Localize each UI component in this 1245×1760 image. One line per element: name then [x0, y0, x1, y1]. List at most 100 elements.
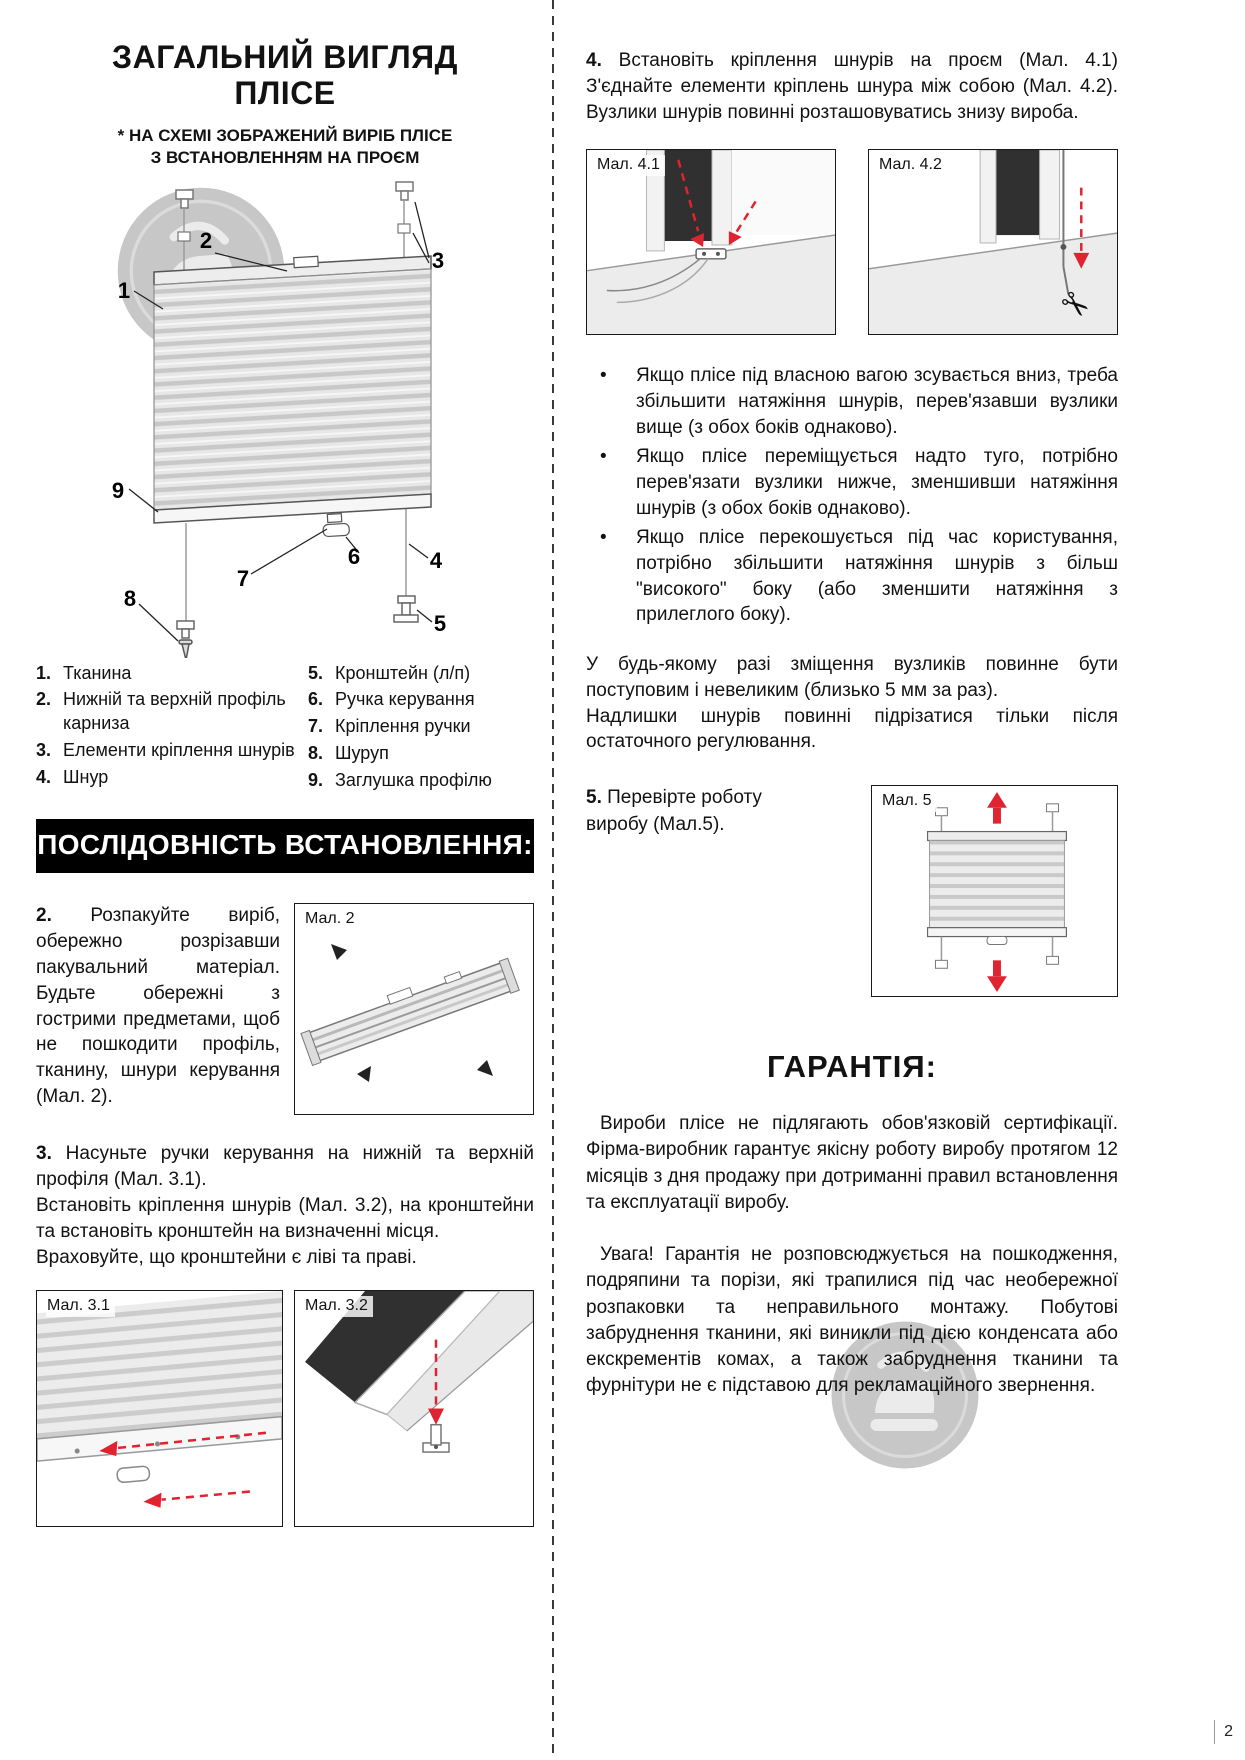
- figure-3-1-drawing: [37, 1291, 282, 1509]
- step-5-number: 5.: [586, 787, 602, 809]
- column-divider: [552, 0, 554, 1760]
- legend-item-label: Кронштейн (л/п): [335, 662, 471, 683]
- figure-4-1: Мал. 4.1: [586, 149, 836, 336]
- step-3-paragraph-1: 3. Насуньте ручки керування на нижній та…: [36, 1141, 534, 1193]
- legend-item-number: 2.: [36, 689, 52, 710]
- callout-2: 2: [200, 228, 212, 253]
- bullet-item: Якщо плісе перекошується під час користу…: [586, 525, 1118, 628]
- figures-3-row: Мал. 3.1: [36, 1290, 534, 1528]
- figure-3-2: Мал. 3.2: [294, 1290, 534, 1528]
- step-3-number: 3.: [36, 1143, 52, 1165]
- step-2-section: 2. Розпакуйте виріб, обережно розрізавши…: [36, 903, 534, 1116]
- watermark-logo-icon: [831, 1321, 979, 1469]
- legend-item: 3. Елементи кріплення шнурів: [36, 739, 308, 763]
- note-paragraph-1: У будь-якому разі зміщення вузликів пови…: [586, 653, 1118, 701]
- page-number: 2: [1214, 1720, 1233, 1744]
- figure-3-1: Мал. 3.1: [36, 1290, 283, 1528]
- step-3-section: 3. Насуньте ручки керування на нижній та…: [36, 1141, 534, 1270]
- legend-item-label: Кріплення ручки: [335, 716, 471, 737]
- step-2-paragraph: 2. Розпакуйте виріб, обережно розрізавши…: [36, 903, 280, 1110]
- page-number-divider: [1214, 1720, 1216, 1744]
- callout-9: 9: [112, 478, 124, 503]
- bullet-item: Якщо плісе під власною вагою зсувається …: [586, 363, 1118, 440]
- legend-item: 2. Нижній та верхній профіль карниза: [36, 688, 308, 736]
- legend-column-left: 1. Тканина 2. Нижній та верхній профіль …: [36, 662, 308, 796]
- figures-4-row: Мал. 4.1: [586, 149, 1118, 336]
- legend-item-number: 8.: [308, 742, 324, 763]
- step-3-paragraph-2: Встановіть кріплення шнурів (Мал. 3.2), …: [36, 1194, 534, 1242]
- figure-2-drawing: [300, 944, 520, 1083]
- page-title: ЗАГАЛЬНИЙ ВИГЛЯД ПЛІСЕ: [36, 39, 534, 112]
- warranty-paragraph-2: Увага! Гарантія не розповсюджується на п…: [586, 1244, 1118, 1397]
- legend-item: 9. Заглушка профілю: [308, 769, 534, 793]
- callout-3: 3: [432, 248, 444, 273]
- legend-item: 7. Кріплення ручки: [308, 715, 534, 739]
- page-subtitle-line2: З ВСТАНОВЛЕННЯМ НА ПРОЄМ: [150, 148, 420, 168]
- legend-item-number: 1.: [36, 662, 52, 683]
- step-5-text: Перевірте роботу виробу (Мал.5).: [586, 787, 762, 836]
- page-title-line1: ЗАГАЛЬНИЙ ВИГЛЯД: [112, 39, 458, 75]
- step-3-paragraph-3: Враховуйте, що кронштейни є ліві та прав…: [36, 1246, 417, 1268]
- legend-item: 4. Шнур: [36, 766, 308, 790]
- step-4-text: Встановіть кріплення шнурів на проєм (Ма…: [586, 50, 1118, 123]
- page-title-line2: ПЛІСЕ: [234, 74, 336, 111]
- legend-item-number: 7.: [308, 716, 324, 737]
- figure-3-2-drawing: [305, 1291, 533, 1454]
- figure-3-2-label: Мал. 3.2: [304, 1296, 373, 1318]
- figure-2: Мал. 2: [294, 903, 534, 1116]
- legend-item-label: Ручка керування: [335, 689, 475, 710]
- blind-overview-diagram: 1 2 3 4 5 6 7 8 9: [36, 176, 534, 658]
- step-4-number: 4.: [586, 50, 602, 71]
- legend-column-right: 5. Кронштейн (л/п) 6. Ручка керування 7.…: [308, 662, 534, 796]
- page-number-value: 2: [1224, 1723, 1233, 1740]
- callout-5: 5: [434, 611, 446, 636]
- legend-item-number: 9.: [308, 769, 324, 790]
- figure-4-1-drawing: [587, 150, 835, 335]
- legend-item: 8. Шуруп: [308, 742, 534, 766]
- page-subtitle: * НА СХЕМІ ЗОБРАЖЕНИЙ ВИРІБ ПЛІСЕ З ВСТА…: [36, 125, 534, 170]
- step-2-text: Розпакуйте виріб, обережно розрізавши па…: [36, 905, 280, 1108]
- figure-4-2-label: Мал. 4.2: [878, 155, 947, 177]
- right-column: 4. Встановіть кріплення шнурів на проєм …: [586, 0, 1118, 1469]
- callout-7: 7: [237, 566, 249, 591]
- sequence-heading-banner: ПОСЛІДОВНІСТЬ ВСТАНОВЛЕННЯ:: [36, 819, 534, 874]
- legend-item-label: Нижній та верхній профіль карниза: [63, 689, 286, 734]
- figure-4-2-drawing: ✂: [869, 150, 1117, 335]
- legend-item-number: 6.: [308, 689, 324, 710]
- figure-5-label: Мал. 5: [881, 791, 937, 813]
- legend-item: 6. Ручка керування: [308, 688, 534, 712]
- note-paragraph-2: Надлишки шнурів повинні підрізатися тіль…: [586, 705, 1118, 753]
- legend-item-number: 4.: [36, 766, 52, 787]
- warranty-paragraph-1: Вироби плісе не підлягають обов'язковій …: [586, 1113, 1118, 1213]
- legend-item-number: 3.: [36, 739, 52, 760]
- callout-8: 8: [124, 586, 136, 611]
- legend-item: 5. Кронштейн (л/п): [308, 662, 534, 686]
- step-2-number: 2.: [36, 905, 52, 927]
- step-4-paragraph: 4. Встановіть кріплення шнурів на проєм …: [586, 48, 1118, 125]
- figure-2-label: Мал. 2: [304, 909, 360, 931]
- adjustment-bullet-list: Якщо плісе під власною вагою зсувається …: [586, 363, 1118, 627]
- figure-5-drawing: [926, 792, 1068, 993]
- legend-item-label: Елементи кріплення шнурів: [63, 739, 295, 760]
- legend-item-label: Заглушка профілю: [335, 769, 492, 790]
- step-5-section: 5. Перевірте роботу виробу (Мал.5). Мал.…: [586, 785, 1118, 998]
- legend-item-label: Шнур: [63, 766, 109, 787]
- left-column: ЗАГАЛЬНИЙ ВИГЛЯД ПЛІСЕ * НА СХЕМІ ЗОБРАЖ…: [36, 0, 534, 1528]
- bullet-item: Якщо плісе переміщується надто туго, пот…: [586, 444, 1118, 521]
- figure-4-1-label: Мал. 4.1: [596, 155, 665, 177]
- legend-item-number: 5.: [308, 662, 324, 683]
- pleated-blind-drawing: 1 2 3 4 5 6 7 8 9: [112, 180, 446, 658]
- callout-6: 6: [348, 544, 360, 569]
- adjustment-notes: У будь-якому разі зміщення вузликів пови…: [586, 652, 1118, 755]
- legend-item: 1. Тканина: [36, 662, 308, 686]
- step-5-paragraph: 5. Перевірте роботу виробу (Мал.5).: [586, 785, 804, 997]
- warranty-heading: ГАРАНТІЯ:: [767, 1049, 937, 1085]
- callout-4: 4: [430, 548, 443, 573]
- legend-item-label: Шуруп: [335, 742, 389, 763]
- page-subtitle-line1: * НА СХЕМІ ЗОБРАЖЕНИЙ ВИРІБ ПЛІСЕ: [117, 125, 453, 145]
- brand-watermark: [830, 1320, 980, 1470]
- figure-4-2: Мал. 4.2 ✂: [868, 149, 1118, 336]
- parts-legend: 1. Тканина 2. Нижній та верхній профіль …: [36, 662, 534, 796]
- step-3-text-1: Насуньте ручки керування на нижній та ве…: [36, 1143, 535, 1191]
